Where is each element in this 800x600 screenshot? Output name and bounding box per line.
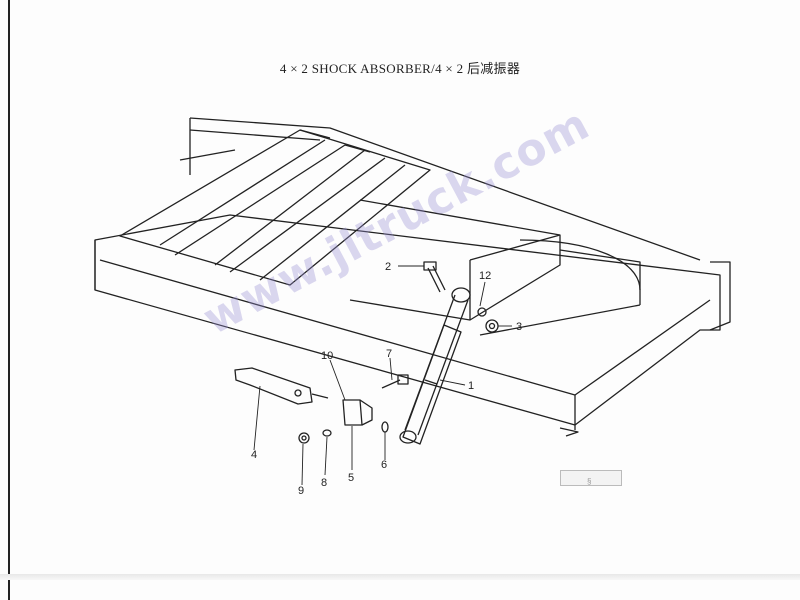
leader-lines <box>253 265 512 486</box>
callout-1: 1 <box>468 380 474 392</box>
scan-edge-bottom <box>0 574 800 580</box>
bracket-arm <box>234 367 329 405</box>
callout-5: 5 <box>348 472 354 484</box>
cross-member <box>349 199 641 336</box>
nut <box>298 432 310 444</box>
footer-box: § <box>560 470 622 486</box>
shock-absorber <box>399 287 471 445</box>
corrugated-panel <box>119 129 431 286</box>
bushing <box>342 399 373 426</box>
callout-3: 3 <box>516 321 522 333</box>
frame-rail <box>94 214 731 437</box>
bolt-7 <box>381 374 409 389</box>
washer <box>477 307 487 317</box>
nut <box>485 319 499 333</box>
frame-rail-rear <box>179 117 701 261</box>
scan-edge-left <box>8 0 10 600</box>
callout-8: 8 <box>321 477 327 489</box>
washer <box>381 421 389 433</box>
callout-labels: 1 2 3 4 5 6 7 8 9 10 12 <box>251 261 522 497</box>
callout-6: 6 <box>381 459 387 471</box>
callout-2: 2 <box>385 261 391 273</box>
callout-4: 4 <box>251 449 257 461</box>
washer <box>322 429 332 437</box>
callout-7: 7 <box>386 348 392 360</box>
bolt <box>423 261 446 293</box>
callout-9: 9 <box>298 485 304 497</box>
callout-10: 10 <box>321 350 333 362</box>
page-title: 4 × 2 SHOCK ABSORBER/4 × 2 后减振器 <box>279 61 521 76</box>
callout-12: 12 <box>479 270 491 282</box>
footer-box-text: § <box>587 477 592 486</box>
